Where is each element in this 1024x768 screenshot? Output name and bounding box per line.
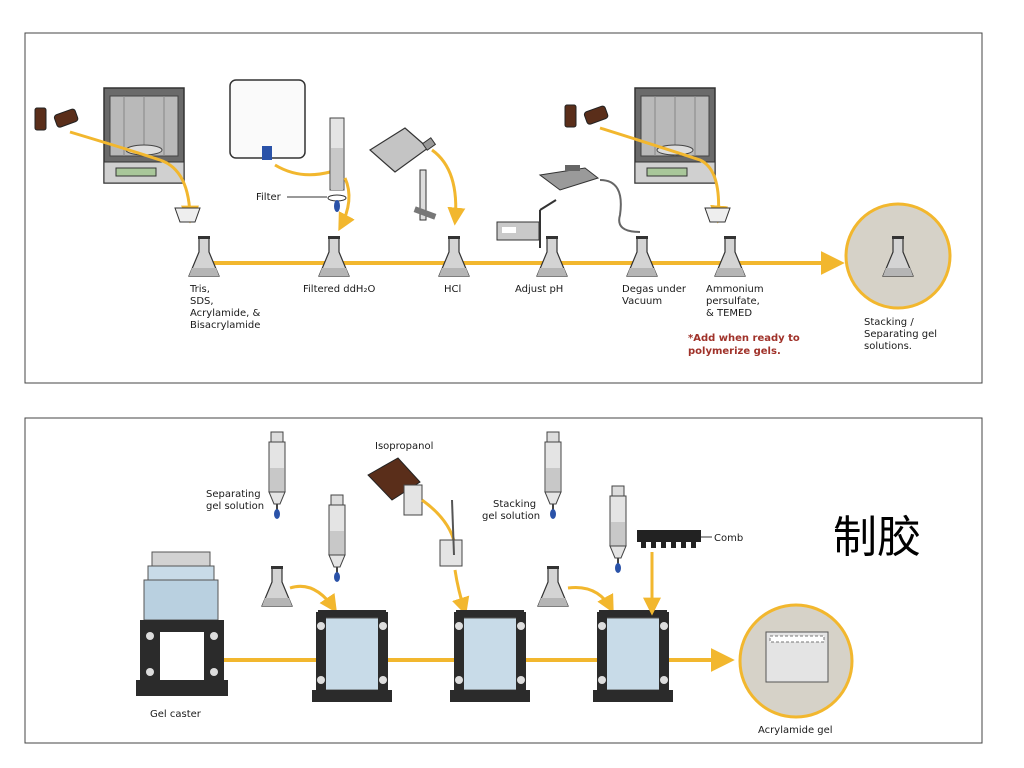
stacking-label-l2: gel solution	[482, 511, 540, 522]
step5-label-l1: Degas under	[622, 284, 687, 295]
casting-stand-2-icon	[449, 609, 531, 703]
filter-label: Filter	[256, 192, 282, 203]
hcl-bottle-icon	[369, 127, 437, 173]
comb-label: Comb	[714, 533, 743, 544]
final-label-l3: solutions.	[864, 341, 912, 352]
step6-label-l3: & TEMED	[706, 308, 752, 319]
weigh-boat-icon	[174, 207, 201, 223]
isopropanol-beaker-icon	[439, 499, 463, 567]
caster-label: Gel caster	[150, 709, 202, 720]
step2-label: Filtered ddH₂O	[303, 284, 375, 295]
casting-stand-3-icon	[592, 609, 674, 703]
acrylamide-gel-label: Acrylamide gel	[758, 725, 833, 736]
panel2-title: 制胶	[833, 512, 921, 563]
separating-label-l2: gel solution	[206, 501, 264, 512]
step1-label-l4: Bisacrylamide	[190, 320, 260, 331]
final-label-l2: Separating gel	[864, 329, 937, 340]
step6-label-l1: Ammonium	[706, 284, 764, 295]
isopropanol-bottle-icon	[367, 457, 423, 516]
step1-label-l2: SDS,	[190, 296, 214, 307]
step1-label-l1: Tris,	[189, 284, 210, 295]
separating-label-l1: Separating	[206, 489, 261, 500]
casting-stand-1-icon	[311, 609, 393, 703]
final-label-l1: Stacking /	[864, 317, 914, 328]
acrylamide-gel-icon	[765, 631, 829, 683]
panel-solution-prep	[24, 32, 983, 384]
balance-icon	[103, 87, 185, 184]
gel-caster-icon	[136, 551, 228, 696]
filter-apparatus-icon	[327, 117, 347, 212]
isopropanol-label: Isopropanol	[375, 441, 433, 452]
step4-label: Adjust pH	[515, 284, 563, 295]
note-label-l1: *Add when ready to	[688, 333, 800, 344]
step5-label-l2: Vacuum	[622, 296, 662, 307]
stacking-label-l1: Stacking	[493, 499, 536, 510]
vacuum-device-icon	[538, 165, 600, 191]
ph-meter-icon	[496, 199, 557, 248]
comb-icon	[637, 530, 701, 548]
weigh-boat-2-icon	[704, 207, 731, 223]
step3-label: HCl	[444, 284, 461, 295]
water-jug-icon	[229, 79, 306, 160]
graduated-cylinder-icon	[413, 169, 437, 221]
note-label-l2: polymerize gels.	[688, 346, 781, 357]
balance-2-icon	[634, 87, 716, 184]
step6-label-l2: persulfate,	[706, 296, 760, 307]
step1-label-l3: Acrylamide, &	[190, 308, 260, 319]
